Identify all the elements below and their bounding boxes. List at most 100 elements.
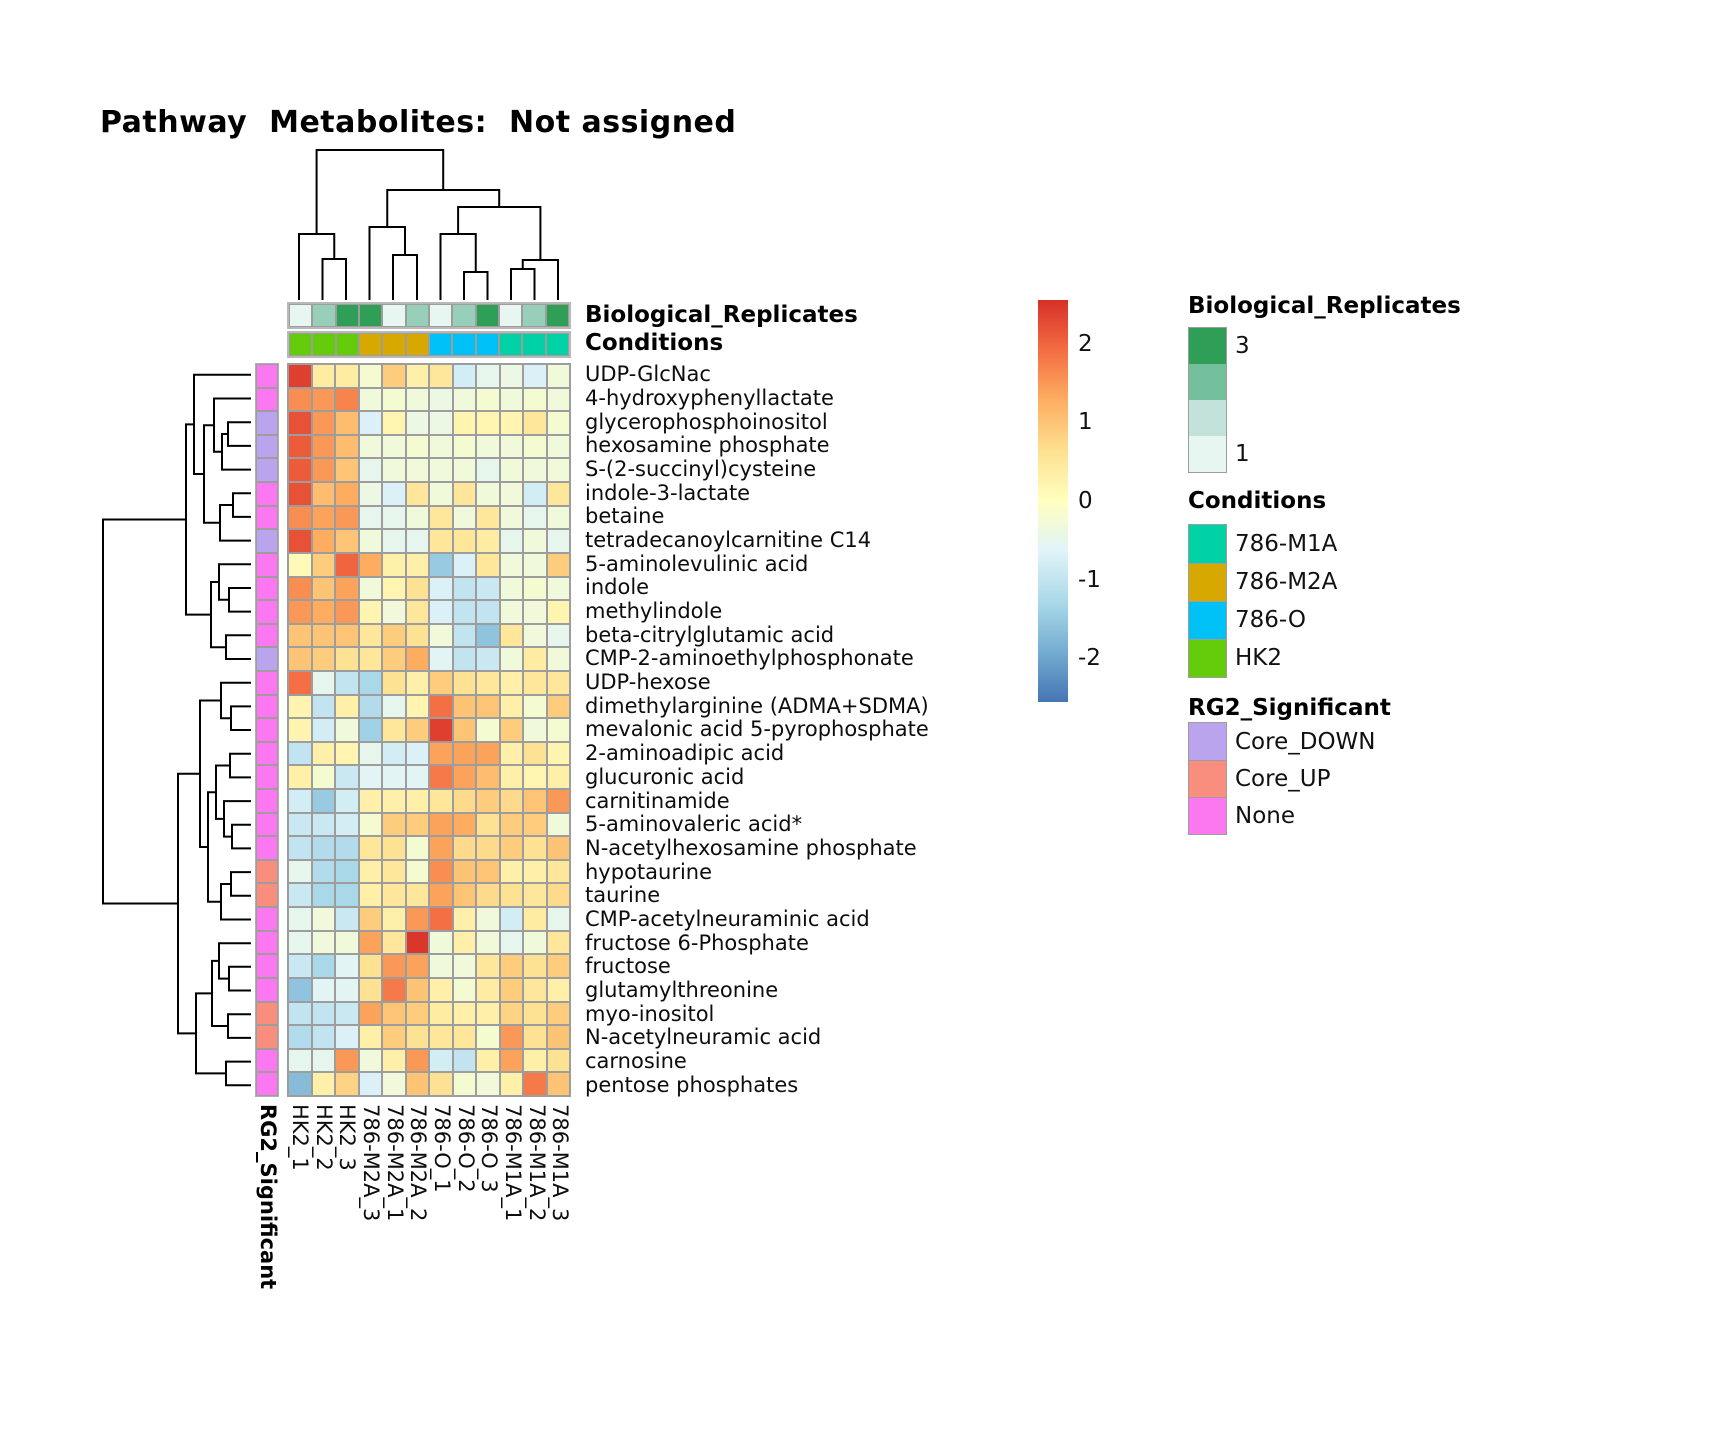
- heatmap-cell: [546, 647, 570, 671]
- heatmap-cell: [452, 434, 476, 459]
- heatmap-cell: [452, 364, 476, 388]
- heatmap-cell: [335, 718, 359, 742]
- heatmap-cell: [358, 623, 382, 648]
- heatmap-cell: [476, 482, 500, 506]
- colorbar: [1038, 300, 1068, 702]
- legend-entry-label: 786-O: [1235, 607, 1306, 633]
- heatmap-cell: [358, 576, 382, 601]
- dendrogram-branch: [199, 699, 221, 848]
- row-label: fructose 6-Phosphate: [585, 930, 809, 955]
- heatmap-cell: [288, 930, 312, 955]
- heatmap-cell: [311, 812, 335, 837]
- row-label: betaine: [585, 504, 665, 529]
- heatmap-cell: [546, 883, 570, 908]
- heatmap-cell: [476, 741, 500, 766]
- dendrogram-branch: [521, 259, 559, 300]
- heatmap-cell: [382, 1001, 406, 1026]
- heatmap-cell: [429, 694, 453, 719]
- heatmap-cell: [288, 718, 312, 742]
- row-label: hexosamine phosphate: [585, 433, 830, 458]
- heatmap-cell: [546, 670, 570, 695]
- rg2-annotation-cell: [256, 576, 278, 601]
- heatmap-cell: [358, 1072, 382, 1096]
- heatmap-cell: [452, 694, 476, 719]
- heatmap-cell: [335, 647, 359, 671]
- heatmap-cell: [476, 907, 500, 931]
- legend-swatch: [1189, 639, 1226, 677]
- replicate-annotation-cell: [359, 304, 383, 327]
- heatmap-cell: [311, 930, 335, 955]
- condition-annotation-cell: [545, 333, 569, 356]
- heatmap-cell: [452, 505, 476, 530]
- heatmap-cell: [523, 741, 547, 766]
- heatmap-cell: [382, 552, 406, 577]
- heatmap-cell: [476, 765, 500, 790]
- legend-swatch: [1189, 436, 1226, 472]
- replicate-annotation-cell: [452, 304, 476, 327]
- heatmap-cell: [335, 930, 359, 955]
- heatmap-cell: [452, 789, 476, 813]
- heatmap-cell: [288, 859, 312, 884]
- heatmap-cell: [288, 765, 312, 790]
- heatmap-cell: [311, 387, 335, 412]
- heatmap-cell: [429, 505, 453, 530]
- heatmap-cell: [358, 529, 382, 553]
- heatmap-cell: [335, 600, 359, 624]
- heatmap-cell: [311, 789, 335, 813]
- heatmap-cell: [288, 694, 312, 719]
- heatmap-cell: [476, 1072, 500, 1096]
- heatmap-cell: [311, 529, 335, 553]
- heatmap-cell: [335, 1001, 359, 1026]
- row-label: UDP-GlcNac: [585, 362, 711, 387]
- heatmap-cell: [288, 482, 312, 506]
- row-label: myo-inositol: [585, 1001, 715, 1026]
- heatmap-cell: [405, 1072, 429, 1096]
- rg2-annotation-cell: [256, 1001, 278, 1026]
- heatmap-cell: [499, 954, 523, 978]
- dendrogram-branch: [207, 791, 221, 903]
- condition-annotation-cell: [429, 333, 453, 356]
- row-label: glycerophosphoinositol: [585, 409, 828, 434]
- heatmap-cell: [499, 387, 523, 412]
- dendrogram-branch: [315, 149, 445, 234]
- heatmap-cell: [335, 977, 359, 1002]
- replicate-annotation-cell: [522, 304, 546, 327]
- heatmap-cell: [546, 552, 570, 577]
- heatmap-cell: [523, 600, 547, 624]
- heatmap-cell: [288, 977, 312, 1002]
- heatmap-cell: [476, 529, 500, 553]
- row-label: N-acetylneuramic acid: [585, 1025, 822, 1050]
- heatmap-cell: [382, 529, 406, 553]
- heatmap-cell: [523, 883, 547, 908]
- heatmap-cell: [335, 789, 359, 813]
- row-label: hypotaurine: [585, 859, 713, 884]
- heatmap-cell: [405, 600, 429, 624]
- heatmap-cell: [405, 883, 429, 908]
- heatmap-cell: [429, 387, 453, 412]
- heatmap-cell: [546, 765, 570, 790]
- heatmap-cell: [546, 741, 570, 766]
- heatmap-cell: [288, 434, 312, 459]
- dendrogram-branch: [223, 800, 251, 838]
- heatmap-cell: [405, 576, 429, 601]
- heatmap-cell: [546, 954, 570, 978]
- heatmap-cell: [335, 1048, 359, 1073]
- heatmap-cell: [335, 694, 359, 719]
- heatmap-cell: [523, 907, 547, 931]
- heatmap-cell: [382, 364, 406, 388]
- heatmap-cell: [382, 836, 406, 860]
- heatmap-cell: [311, 1072, 335, 1096]
- row-dendrogram: [102, 373, 251, 1087]
- heatmap-cell: [523, 718, 547, 742]
- heatmap-cell: [382, 859, 406, 884]
- heatmap-cell: [499, 883, 523, 908]
- legend-swatch: [1189, 400, 1226, 436]
- heatmap-cell: [429, 1048, 453, 1073]
- heatmap-cell: [358, 364, 382, 388]
- heatmap-cell: [405, 552, 429, 577]
- heatmap-cell: [476, 458, 500, 483]
- heatmap-cell: [358, 458, 382, 483]
- row-label: taurine: [585, 883, 661, 908]
- column-label: HK2_1: [287, 1104, 312, 1171]
- heatmap-cell: [358, 670, 382, 695]
